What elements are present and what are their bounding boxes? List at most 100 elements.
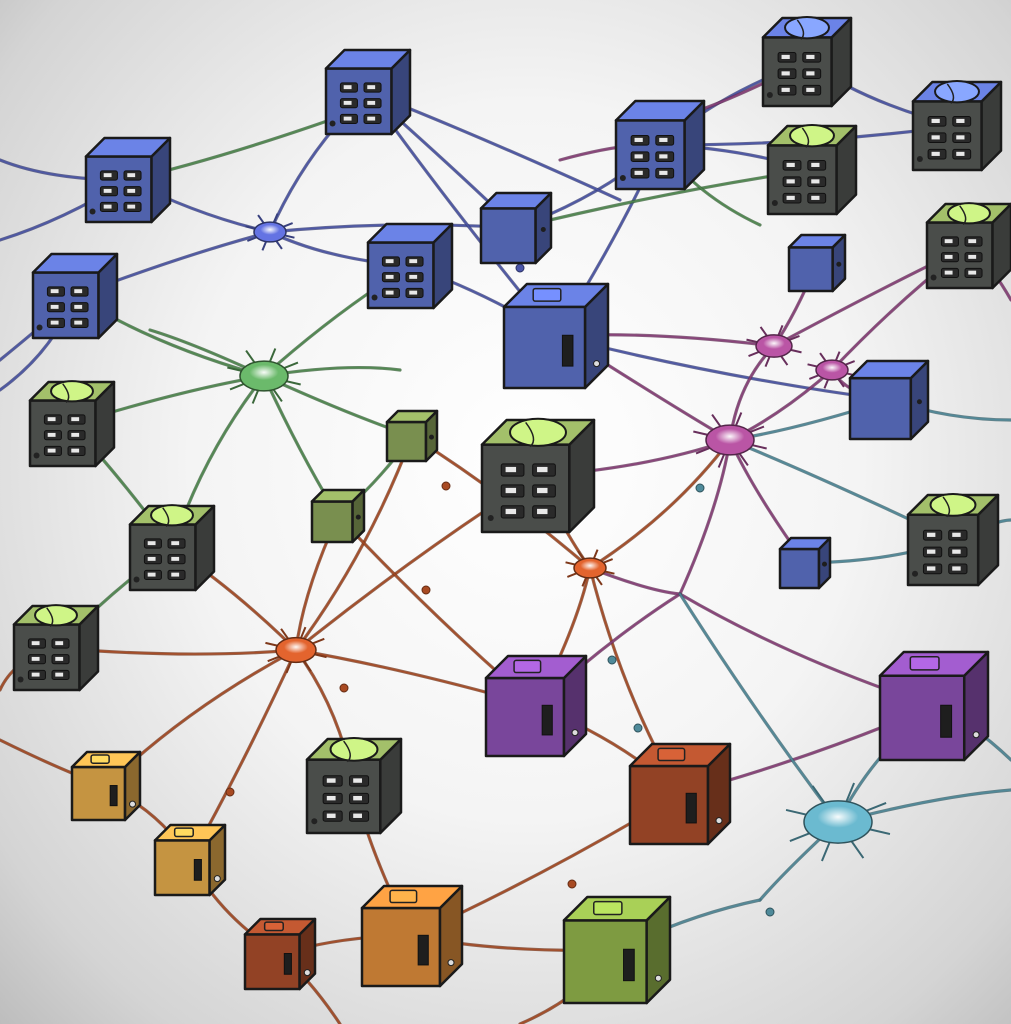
green-device-5-port-slot — [55, 656, 64, 661]
green-device-2-dome-lens — [947, 202, 991, 225]
dome-device-top-right-port-slot — [806, 71, 815, 76]
blue-device-2-port-slot — [127, 204, 136, 209]
green-device-1-port-slot — [811, 195, 820, 200]
green-hub-large-port-slot — [505, 487, 517, 494]
blue-router-large-led — [593, 360, 601, 368]
hub-purple-1-glow — [763, 337, 785, 350]
small-blue-1-front — [787, 246, 834, 293]
blue-device-5-jack — [371, 294, 378, 301]
green-device-3-port-slot — [71, 432, 80, 437]
green-device-bottom — [305, 736, 403, 835]
device-nodes — [12, 16, 1011, 1005]
small-green-1-top — [385, 409, 439, 424]
green-device-6-jack — [912, 570, 919, 577]
green-device-2-port-slot — [944, 254, 953, 259]
orange-device — [360, 884, 464, 988]
green-device-6-dome-mark — [942, 496, 951, 518]
blue-device-3 — [31, 252, 119, 340]
small-green-2-top — [310, 488, 366, 503]
dome-device-top-right-jack — [766, 92, 773, 99]
small-green-2-front — [310, 500, 354, 544]
green-device-3-jack — [33, 452, 40, 459]
small-green-1 — [385, 409, 439, 463]
dome-device-right-dome-mark — [946, 83, 955, 104]
blue-router-large-top-switch — [532, 287, 562, 302]
green-device-6 — [906, 493, 1000, 587]
green-device-bottom-jack — [311, 818, 318, 825]
purple-device-1-top-switch — [513, 659, 542, 674]
lime-device-bottom — [562, 895, 672, 1005]
blue-device-5-port-slot — [409, 259, 418, 264]
blue-device-3-top — [31, 252, 119, 274]
dome-device-top-right-front — [761, 36, 833, 108]
wire-bead-2 — [339, 683, 349, 693]
lime-device-bottom-slot — [623, 948, 635, 982]
green-hub-large — [480, 417, 596, 534]
green-device-4-port-slot — [147, 541, 156, 546]
blue-device-2-port-slot — [127, 188, 136, 193]
green-device-5-dome-lens — [34, 604, 78, 627]
dome-small — [614, 99, 706, 191]
yellow-device-1-slot — [109, 785, 118, 807]
blue-device-4 — [479, 191, 553, 265]
green-device-5-port-slot — [31, 656, 40, 661]
rust-device — [628, 742, 732, 846]
dome-device-right-port-slot — [956, 118, 965, 123]
green-hub-large-dome-lens — [509, 417, 567, 447]
green-device-1-port-slot — [786, 162, 795, 167]
small-blue-2-top — [848, 359, 930, 380]
green-device-2-front — [925, 221, 994, 290]
dome-small-jack — [619, 175, 626, 182]
blue-device-5-port-slot — [385, 290, 394, 295]
green-device-2 — [925, 202, 1011, 290]
blue-device-1-jack — [329, 120, 336, 127]
dome-device-top-right — [761, 16, 853, 108]
blue-device-2-port-slot — [103, 173, 112, 178]
dome-small-port-slot — [634, 170, 643, 175]
blue-device-5 — [366, 222, 454, 310]
purple-device-1 — [484, 654, 588, 758]
green-device-3-dome-mark — [62, 383, 70, 404]
green-device-1-jack — [771, 200, 778, 207]
blue-device-1-port-slot — [343, 85, 352, 90]
dome-small-front — [614, 119, 686, 191]
blue-device-3-port-slot — [50, 320, 59, 325]
red-device-slot — [283, 953, 292, 975]
dome-small-port-slot — [659, 154, 668, 159]
purple-device-1-slot — [541, 704, 553, 736]
green-device-4-jack — [133, 576, 140, 583]
green-device-1-dome-lens — [789, 124, 835, 148]
blue-device-2-jack — [89, 208, 96, 215]
dome-device-right-port-slot — [956, 135, 965, 140]
wire-bead-0 — [441, 481, 451, 491]
green-device-5-port-slot — [55, 672, 64, 677]
green-device-6-port-slot — [926, 566, 936, 571]
blue-device-3-front — [31, 271, 100, 340]
green-device-5-jack — [17, 676, 24, 683]
junction-hubs — [227, 213, 891, 862]
green-device-5-front — [12, 623, 81, 692]
wire-68 — [678, 438, 732, 596]
green-hub-large-port-slot — [505, 466, 517, 473]
small-blue-3-top — [778, 536, 832, 551]
dome-device-top-right-port-slot — [806, 54, 815, 59]
dome-device-top-right-port-slot — [781, 54, 790, 59]
green-device-5-dome-mark — [46, 607, 54, 628]
hub-blue — [245, 213, 295, 251]
dome-device-top-right-dome-lens — [784, 16, 830, 40]
green-device-4-dome-mark — [162, 507, 170, 528]
yellow-device-2-slot — [193, 859, 202, 881]
dome-device-right-port-slot — [931, 151, 940, 156]
wire-highlight-41 — [295, 435, 413, 651]
wire-bead-6 — [633, 723, 643, 733]
dome-device-right-port-slot — [956, 151, 965, 156]
green-device-3-front — [28, 399, 97, 468]
hub-rust-2-glow — [580, 560, 600, 571]
small-green-1-front — [385, 420, 428, 463]
yellow-device-1-led — [129, 800, 137, 808]
blue-device-1-port-slot — [367, 116, 376, 121]
green-device-6-port-slot — [952, 566, 961, 571]
green-device-2-port-slot — [944, 239, 953, 244]
blue-device-2-port-slot — [103, 204, 112, 209]
